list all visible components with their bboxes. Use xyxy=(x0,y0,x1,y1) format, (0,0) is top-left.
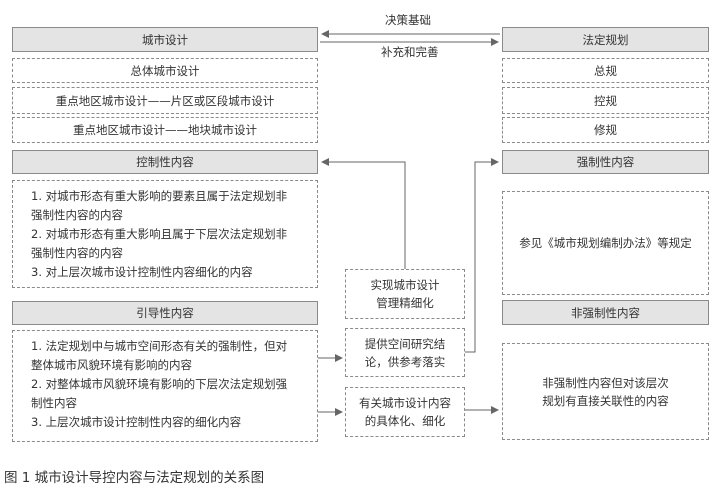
level-right-label: 修规 xyxy=(594,123,617,137)
mandatory-content-header: 强制性内容 xyxy=(502,150,709,174)
nonmandatory-content-line: 非强制性内容但对该层次 xyxy=(542,375,669,390)
urban-design-header: 城市设计 xyxy=(12,27,318,52)
research-to-mandatory-arrow xyxy=(465,158,499,353)
level-row-overall-right: 总规 xyxy=(502,58,709,83)
statutory-planning-title: 法定规划 xyxy=(582,32,629,47)
list-item: 1. 法定规划中与城市空间形态有关的强制性，但对 xyxy=(31,339,288,353)
nonmandatory-content-header: 非强制性内容 xyxy=(502,300,709,325)
middle-box-line: 提供空间研究结 xyxy=(364,336,446,351)
control-content-title: 控制性内容 xyxy=(136,155,194,169)
guide-content-title: 引导性内容 xyxy=(136,306,194,320)
level-row-district-right: 控规 xyxy=(502,87,709,114)
level-row-district-left: 重点地区城市设计——片区或区段城市设计 xyxy=(12,87,318,114)
supplement-label: 补充和完善 xyxy=(381,45,439,59)
mandatory-content-box: 参见《城市规划编制办法》等规定 xyxy=(502,191,709,295)
middle-box-line: 的具体化、细化 xyxy=(364,414,446,428)
middle-box-line: 实现城市设计 xyxy=(370,278,440,292)
list-item: 3. 上层次城市设计控制性内容的细化内容 xyxy=(31,415,242,429)
nonmandatory-content-box: 非强制性内容但对该层次 规划有直接关联性的内容 xyxy=(502,343,709,440)
mandatory-content-title: 强制性内容 xyxy=(576,155,635,169)
middle-box-line: 论，供参考落实 xyxy=(364,354,446,369)
guide-content-header: 引导性内容 xyxy=(12,301,318,325)
refinement-arrow xyxy=(321,158,406,269)
figure-caption: 图 1 城市设计导控内容与法定规划的关系图 xyxy=(4,470,265,486)
mandatory-content-text: 参见《城市规划编制办法》等规定 xyxy=(519,236,692,250)
refined-management-box: 实现城市设计 管理精细化 xyxy=(345,269,465,319)
list-item: 强制性内容的内容 xyxy=(31,246,123,260)
nonmandatory-content-line: 规划有直接关联性的内容 xyxy=(542,393,669,408)
detailing-box: 有关城市设计内容 的具体化、细化 xyxy=(345,387,465,437)
list-item: 3. 对上层次城市设计控制性内容细化的内容 xyxy=(31,265,253,279)
control-content-header: 控制性内容 xyxy=(12,150,318,174)
level-row-overall-left: 总体城市设计 xyxy=(12,58,318,83)
spatial-research-box: 提供空间研究结 论，供参考落实 xyxy=(345,328,465,377)
list-item: 强制性内容的内容 xyxy=(31,208,123,222)
urban-design-title: 城市设计 xyxy=(142,32,188,47)
level-right-label: 总规 xyxy=(594,63,617,78)
nonmandatory-content-title: 非强制性内容 xyxy=(571,305,640,320)
guide-content-list: 1. 法定规划中与城市空间形态有关的强制性，但对 整体城市风貌环境有影响的内容 … xyxy=(12,330,318,442)
list-item: 2. 对城市形态有重大影响且属于下层次法定规划非 xyxy=(31,227,288,241)
middle-box-line: 管理精细化 xyxy=(376,296,434,310)
level-row-plot-left: 重点地区城市设计——地块城市设计 xyxy=(12,117,318,143)
statutory-planning-header: 法定规划 xyxy=(502,27,709,52)
list-item: 2. 对整体城市风貌环境有影响的下层次法定规划强 xyxy=(31,377,288,391)
control-content-list: 1. 对城市形态有重大影响的要素且属于法定规划非 强制性内容的内容 2. 对城市… xyxy=(12,180,318,288)
list-item: 制性内容 xyxy=(31,396,77,410)
level-left-label: 总体城市设计 xyxy=(130,63,200,78)
decision-basis-label: 决策基础 xyxy=(385,13,431,27)
level-right-label: 控规 xyxy=(594,93,617,108)
level-left-label: 重点地区城市设计——片区或区段城市设计 xyxy=(55,93,275,108)
list-item: 整体城市风貌环境有影响的内容 xyxy=(31,358,192,372)
level-row-plot-right: 修规 xyxy=(502,117,709,143)
middle-box-line: 有关城市设计内容 xyxy=(359,396,451,410)
level-left-label: 重点地区城市设计——地块城市设计 xyxy=(73,123,257,137)
list-item: 1. 对城市形态有重大影响的要素且属于法定规划非 xyxy=(31,189,288,203)
